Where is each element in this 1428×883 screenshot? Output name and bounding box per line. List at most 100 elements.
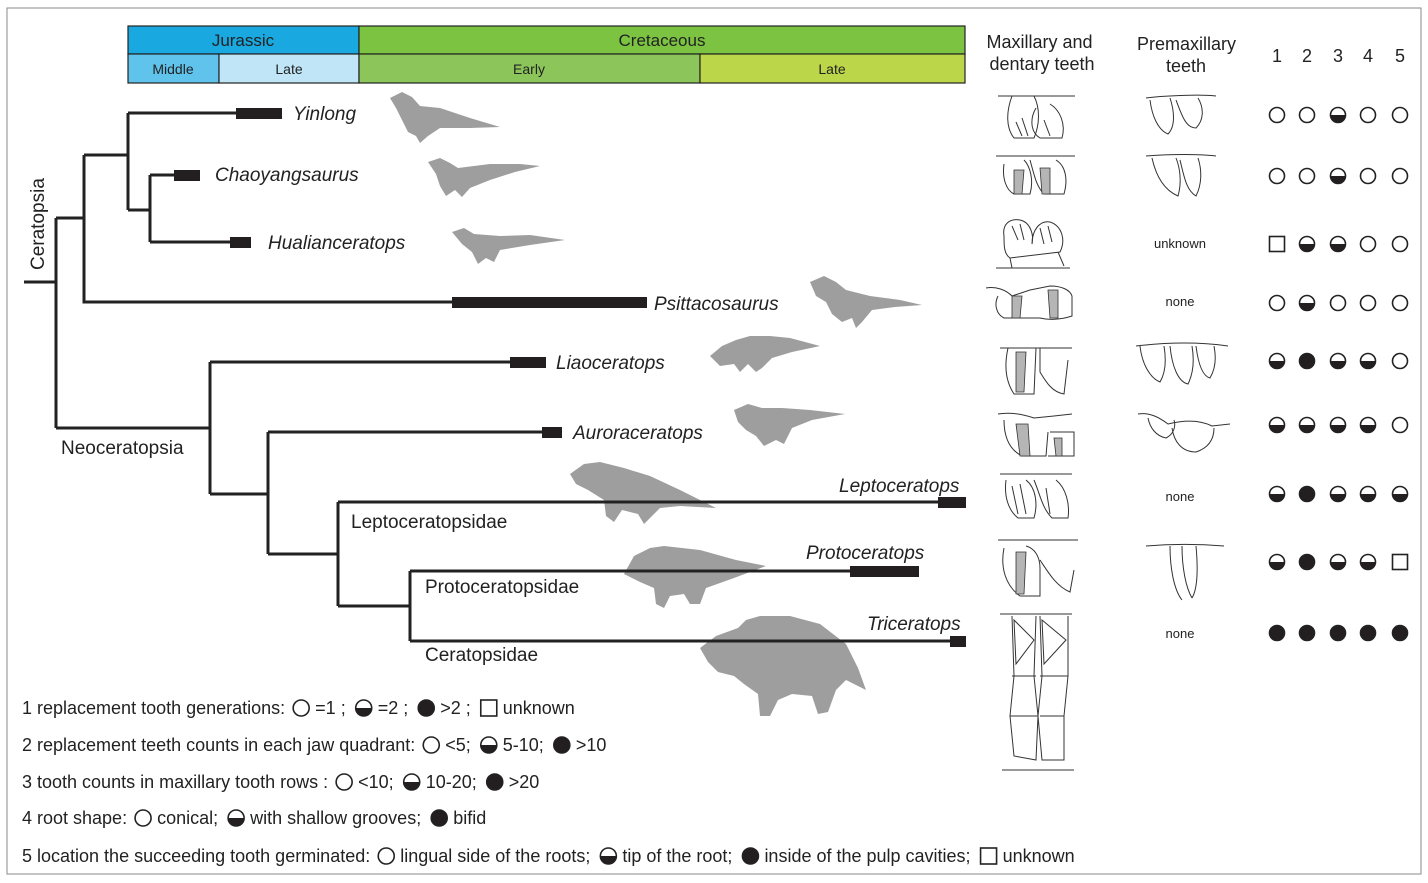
matrix-row [1270,555,1408,570]
legend-line-2: 2 replacement teeth counts in each jaw q… [22,735,606,755]
leptoceratops-silhouette [570,462,716,524]
matrix-row [1270,169,1408,184]
protoceratops-maxillary-tooth-drawing [998,540,1078,596]
hualianceratops-maxillary-tooth-drawing [996,220,1070,268]
legend-item-text: <5; [445,735,471,755]
state-symbol-char-3 [1331,626,1346,641]
state-symbol-char-3 [1331,487,1346,502]
legend-symbol-1 [135,810,151,826]
character-header-1: 1 [1272,46,1282,66]
clade-protoceratopsidae: Protoceratopsidae [425,577,579,598]
open-circle-symbol [1393,418,1408,433]
matrix-row [1270,354,1408,369]
premaxillary-teeth-drawings [1136,95,1230,600]
matrix-row [1270,237,1408,252]
timescale: Jurassic Cretaceous Middle Late Early La… [128,26,965,83]
legend-item-text: with shallow grooves; [249,808,421,828]
taxon-label-protoceratops: Protoceratops [806,543,925,564]
hualianceratops-range-bar [230,237,251,248]
open-circle-symbol [1393,354,1408,369]
state-symbol-char-3 [1331,237,1346,252]
range-bars [174,108,966,647]
open-square-symbol [1393,555,1408,570]
open-circle-symbol [1393,169,1408,184]
matrix-row [1270,296,1408,311]
legend-item-text: unknown [1003,846,1075,866]
psittacosaurus-premax-note: none [1166,294,1195,309]
chaoyangsaurus-silhouette [428,158,540,197]
open-circle-symbol [293,700,309,716]
maxillary-column-header: Maxillary and dentary teeth [986,32,1097,74]
state-symbol-char-1 [1270,626,1285,641]
hualianceratops-silhouette [452,228,565,264]
state-symbol-char-1 [1270,555,1285,570]
state-symbol-char-2 [1300,354,1315,369]
legend-symbol-4 [981,848,997,864]
legend-item-text: bifid [453,808,486,828]
state-symbol-char-2 [1300,296,1315,311]
open-circle-symbol [1300,108,1315,123]
legend-item-text: 5-10; [503,735,544,755]
silhouettes [390,92,922,716]
yinlong-range-bar [236,108,282,119]
state-symbol-char-5 [1393,555,1408,570]
protoceratops-silhouette [624,546,766,608]
taxon-label-chaoyangsaurus: Chaoyangsaurus [215,165,359,186]
open-circle-symbol [1361,237,1376,252]
open-circle-symbol [1270,108,1285,123]
state-symbol-char-1 [1270,354,1285,369]
state-symbol-char-1 [1270,296,1285,311]
maxillary-header-line2: dentary teeth [989,54,1094,74]
filled-circle-symbol [554,737,570,753]
epoch-late-cretaceous-label: Late [818,61,845,77]
yinlong-maxillary-tooth-drawing [998,96,1075,138]
legend-label: 3 tooth counts in maxillary tooth rows : [22,772,328,792]
legend-symbol-4 [481,700,497,716]
legend-symbol-2 [228,810,244,826]
half-circle-fill [404,782,420,790]
half-circle-fill [481,745,497,753]
open-circle-symbol [1270,296,1285,311]
legend-symbol-2 [356,700,372,716]
state-symbol-char-1 [1270,418,1285,433]
clade-ceratopsia: Ceratopsia [28,178,49,270]
state-symbol-char-1 [1270,108,1285,123]
clade-leptoceratopsidae: Leptoceratopsidae [351,512,507,533]
open-circle-symbol [1361,296,1376,311]
legend-item-text: lingual side of the roots; [400,846,590,866]
half-circle-fill [228,818,244,826]
state-symbol-char-5 [1393,237,1408,252]
liaoceratops-maxillary-tooth-drawing [1000,348,1072,394]
auroraceratops-range-bar [542,427,562,438]
taxon-label-triceratops: Triceratops [867,614,961,635]
state-symbol-char-2 [1300,237,1315,252]
filled-circle-symbol [487,774,503,790]
open-circle-symbol [1300,169,1315,184]
legend-label: 5 location the succeeding tooth germinat… [22,846,370,866]
legend-symbol-3 [742,848,758,864]
legend-item-text: unknown [503,698,575,718]
legend: 1 replacement tooth generations:=1 ;=2 ;… [22,698,1075,866]
premaxillary-header-line2: teeth [1166,56,1206,76]
legend-symbol-2 [481,737,497,753]
state-symbol-char-5 [1393,108,1408,123]
legend-item-text: inside of the pulp cavities; [764,846,970,866]
premaxillary-column-header: Premaxillary teeth [1137,34,1241,76]
period-jurassic-label: Jurassic [212,31,275,50]
legend-item-text: <10; [358,772,394,792]
yinlong-premaxillary-tooth-drawing [1146,95,1216,134]
legend-symbol-3 [431,810,447,826]
premaxillary-notes: unknown none none none [1154,236,1206,641]
character-header-5: 5 [1395,46,1405,66]
filled-circle-symbol [1361,626,1376,641]
state-symbol-char-4 [1361,626,1376,641]
maxillary-teeth-drawings [986,96,1078,770]
psittacosaurus-range-bar [452,297,647,308]
open-circle-symbol [135,810,151,826]
state-symbol-char-3 [1331,354,1346,369]
state-symbol-char-4 [1361,555,1376,570]
matrix-row [1270,418,1408,433]
filled-circle-symbol [1300,626,1315,641]
premaxillary-header-line1: Premaxillary [1137,34,1236,54]
